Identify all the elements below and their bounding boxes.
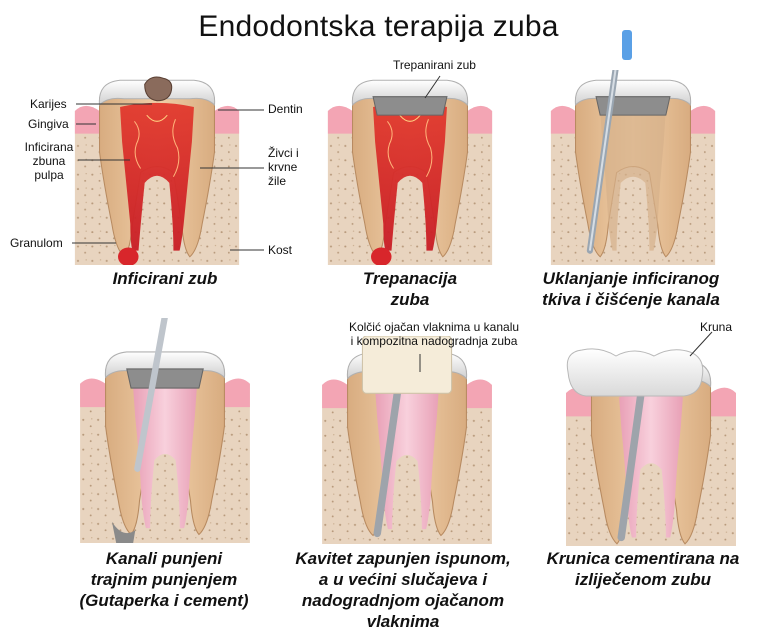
caption-trepanation: Trepanacija zuba <box>330 268 490 310</box>
caption-post-build-up: Kavitet zapunjen ispunom, a u većini slu… <box>272 548 534 632</box>
caption-crown: Krunica cementirana na izliječenom zubu <box>532 548 754 590</box>
label-trepanned-tooth: Trepanirani zub <box>393 58 476 72</box>
label-fiber-post: Kolčić ojačan vlaknima u kanalu i kompoz… <box>334 320 534 348</box>
label-crown: Kruna <box>700 320 732 334</box>
caption-filled-canals: Kanali punjeni trajnim punjenjem (Gutape… <box>44 548 284 611</box>
caption-infected-tooth: Inficirani zub <box>80 268 250 289</box>
caption-cleaning: Uklanjanje inficiranog tkiva i čišćenje … <box>516 268 746 310</box>
